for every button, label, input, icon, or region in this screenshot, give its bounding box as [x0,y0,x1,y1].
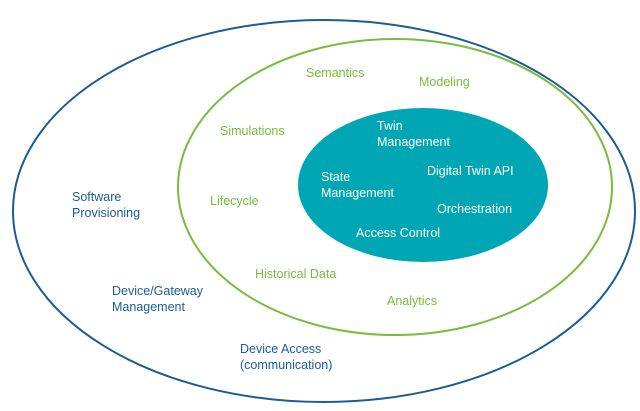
label-device-gateway-management: Device/Gateway Management [112,284,204,314]
label-modeling: Modeling [419,75,470,89]
label-semantics: Semantics [306,66,365,80]
label-analytics: Analytics [387,294,438,308]
label-historical-data: Historical Data [255,267,337,281]
label-digital-twin-api: Digital Twin API [427,164,514,178]
label-twin-management: Twin Management [377,119,450,149]
label-device-access: Device Access (communication) [240,342,333,372]
label-orchestration: Orchestration [437,202,513,216]
label-software-provisioning: Software Provisioning [72,190,141,220]
label-lifecycle: Lifecycle [210,194,259,208]
label-simulations: Simulations [220,124,285,138]
label-state-management: State Management [321,170,394,200]
core-ellipse [298,108,548,262]
outer-ellipse [12,19,636,403]
label-access-control: Access Control [356,226,441,240]
